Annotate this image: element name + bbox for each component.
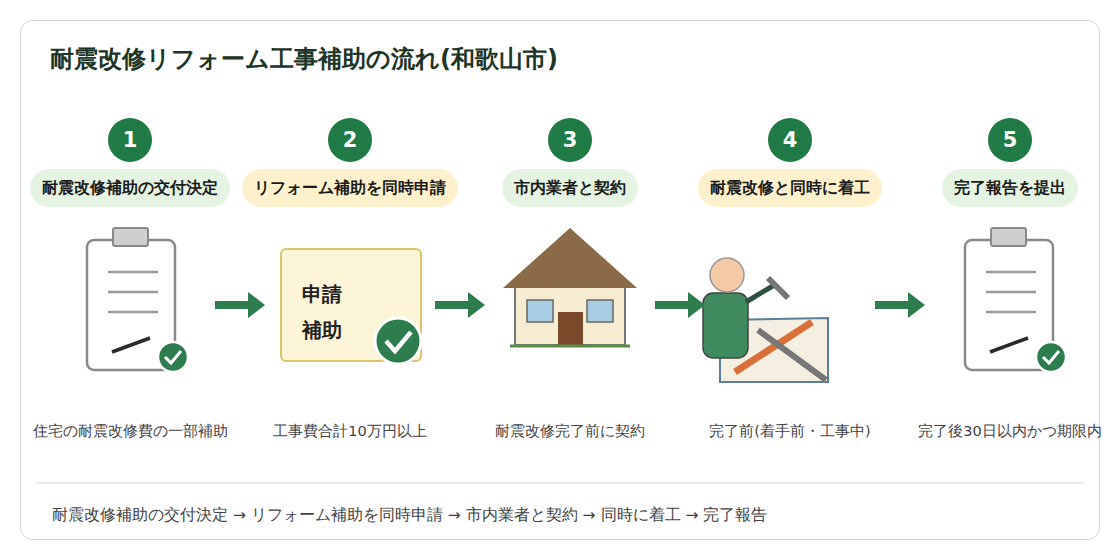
step-heading-pill: 市内業者と契約	[502, 169, 638, 207]
step-note: 完了後30日以内かつ期限内	[918, 422, 1101, 441]
arrow-shaft	[435, 301, 471, 309]
step-note: 住宅の耐震改修費の一部補助	[33, 422, 228, 441]
flow-arrow	[875, 292, 925, 318]
step-number: 4	[783, 128, 798, 152]
step-note: 耐震改修完了前に契約	[495, 422, 645, 441]
step-heading: 完了報告を提出	[954, 178, 1066, 199]
flow-arrow	[435, 292, 485, 318]
clipboard-icon	[965, 228, 1066, 372]
step-number: 3	[563, 128, 578, 152]
step-number-circle: 1	[108, 118, 152, 162]
diagram-title: 耐震改修リフォーム工事補助の流れ(和歌山市)	[50, 43, 558, 75]
step-icon-area: 完了後30日以内かつ期限内	[925, 230, 1095, 380]
step-heading: 耐震改修と同時に着工	[710, 178, 870, 199]
flow-arrow	[215, 292, 265, 318]
step-heading-pill: リフォーム補助を同時申請	[242, 169, 458, 207]
arrow-shaft	[655, 301, 691, 309]
step-heading: 市内業者と契約	[514, 178, 626, 199]
arrow-shaft	[215, 301, 251, 309]
arrow-head	[908, 292, 925, 318]
step-number: 1	[123, 128, 138, 152]
step-heading: 耐震改修補助の交付決定	[42, 178, 218, 199]
step-number-circle: 2	[328, 118, 372, 162]
box-text: 申請 補助	[302, 276, 348, 348]
step-note: 完了前(着手前・工事中)	[709, 422, 870, 441]
step-note: 工事費合計10万円以上	[273, 422, 426, 441]
house-icon	[503, 228, 637, 346]
step-heading-pill: 耐震改修補助の交付決定	[30, 169, 230, 207]
step-number-circle: 4	[768, 118, 812, 162]
divider-line	[36, 483, 1084, 484]
arrow-shaft	[875, 301, 911, 309]
step-number: 5	[1003, 128, 1018, 152]
step-icon-area: 完了前(着手前・工事中)	[705, 230, 875, 380]
step-number-circle: 3	[548, 118, 592, 162]
step-heading: リフォーム補助を同時申請	[254, 178, 446, 199]
flow-summary-caption: 耐震改修補助の交付決定 → リフォーム補助を同時申請 → 市内業者と契約 → 同…	[52, 505, 767, 526]
step-number-circle: 5	[988, 118, 1032, 162]
worker-icon	[703, 258, 828, 382]
arrow-head	[468, 292, 485, 318]
step-heading-pill: 完了報告を提出	[942, 169, 1078, 207]
card-frame	[20, 20, 1100, 540]
step-icon-area: 耐震改修完了前に契約	[485, 230, 655, 380]
flow-arrow	[655, 292, 705, 318]
step-icon-area: 工事費合計10万円以上申請 補助	[265, 230, 435, 380]
application-box: 申請 補助	[280, 248, 422, 362]
step-icon-area: 住宅の耐震改修費の一部補助	[45, 230, 215, 380]
clipboard-icon	[87, 228, 188, 372]
step-number: 2	[343, 128, 358, 152]
step-heading-pill: 耐震改修と同時に着工	[698, 169, 882, 207]
arrow-head	[688, 292, 705, 318]
arrow-head	[248, 292, 265, 318]
